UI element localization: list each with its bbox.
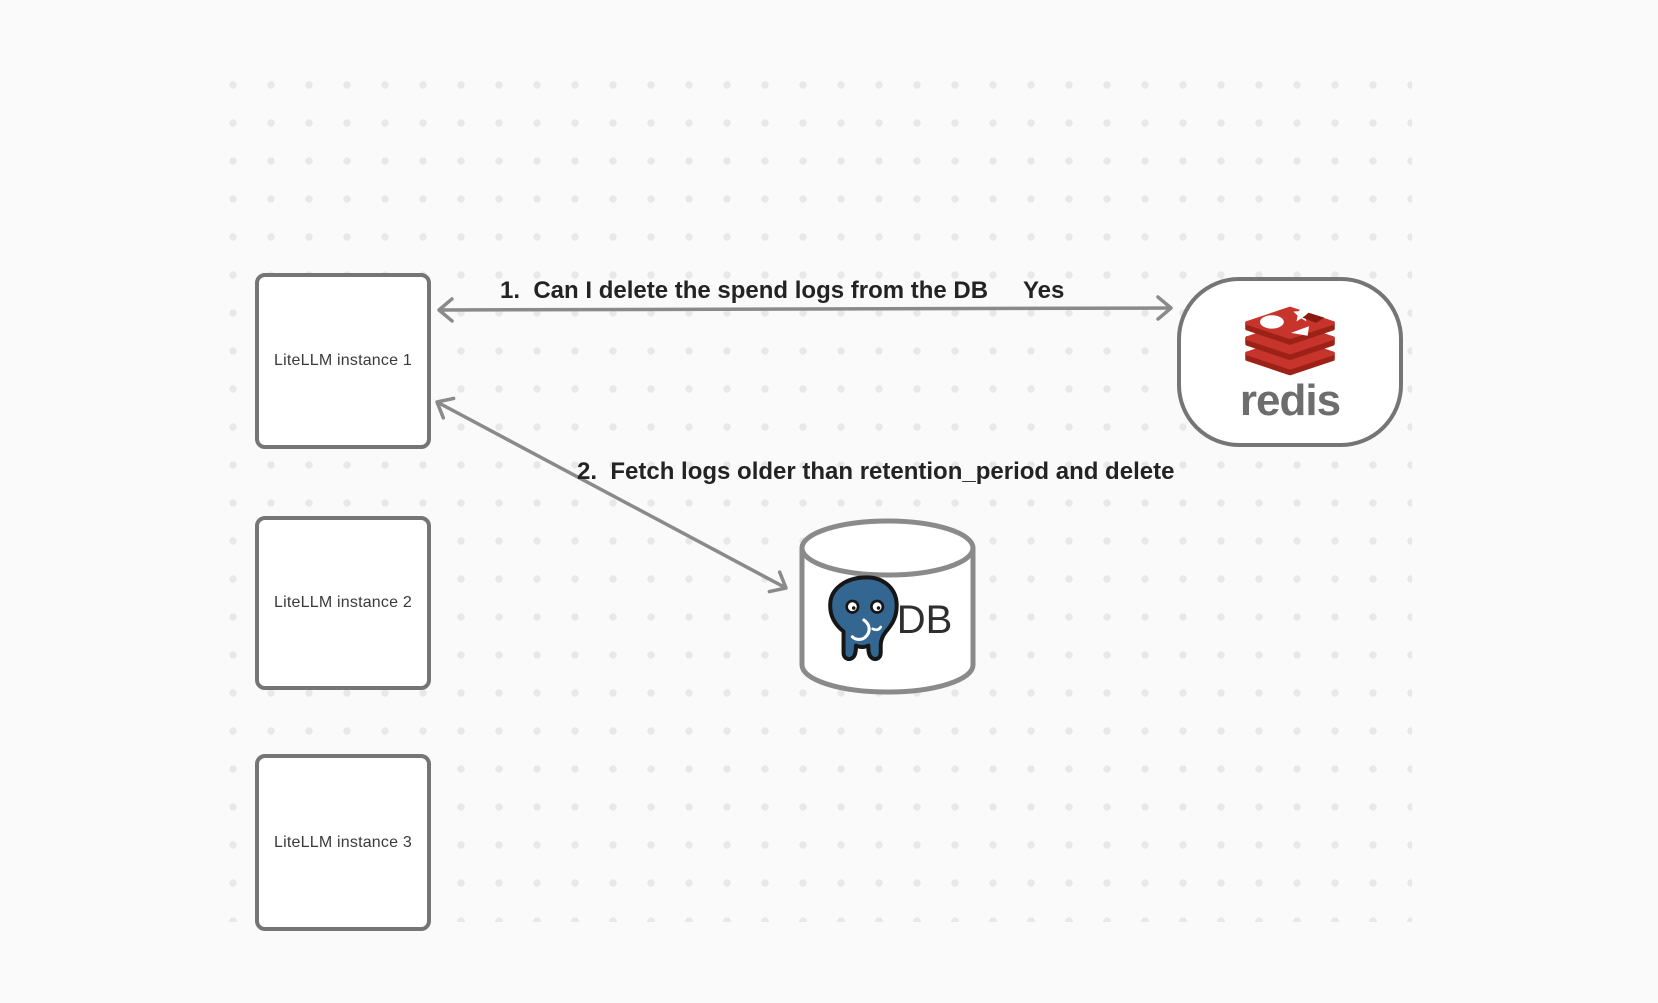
- redis-cube-stack-icon: [1245, 305, 1335, 376]
- node-label: LiteLLM instance 2: [274, 594, 412, 611]
- node-db: DB: [799, 518, 976, 695]
- edge-response-yes: Yes: [1023, 277, 1065, 304]
- redis-wordmark: redis: [1239, 376, 1341, 425]
- edge-label-2: 2. Fetch logs older than retention_perio…: [577, 458, 1175, 485]
- node-label: LiteLLM instance 3: [274, 833, 412, 851]
- edge-label-1: 1. Can I delete the spend logs from the …: [500, 277, 989, 304]
- node-redis: redis: [1177, 277, 1403, 447]
- node-litellm-instance-2: LiteLLM instance 2: [255, 516, 431, 690]
- postgresql-elephant-icon: [827, 575, 899, 661]
- node-litellm-instance-1: LiteLLM instance 1: [255, 273, 431, 449]
- node-litellm-instance-3: LiteLLM instance 3: [255, 754, 431, 931]
- db-label: DB: [896, 598, 953, 642]
- node-label: LiteLLM instance 1: [274, 352, 412, 369]
